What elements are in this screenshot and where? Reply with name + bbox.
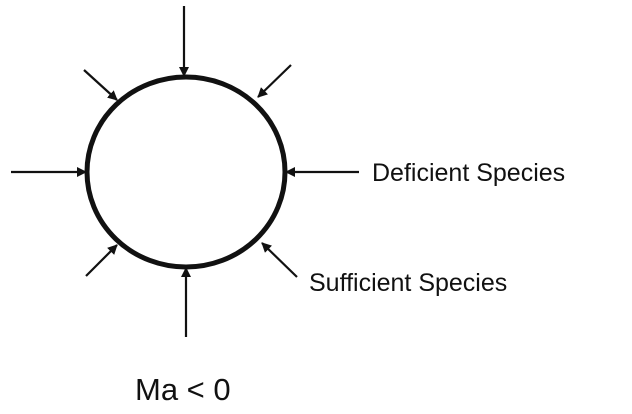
arrow-top-right (257, 64, 292, 98)
arrow-top-left (83, 69, 118, 101)
arrow-bottom-right (261, 242, 298, 278)
particle-circle (84, 74, 288, 270)
label-sufficient-species: Sufficient Species (309, 269, 507, 297)
label-condition: Ma < 0 (135, 372, 231, 407)
arrow-bottom-left (85, 244, 118, 277)
label-deficient-species: Deficient Species (372, 159, 565, 187)
